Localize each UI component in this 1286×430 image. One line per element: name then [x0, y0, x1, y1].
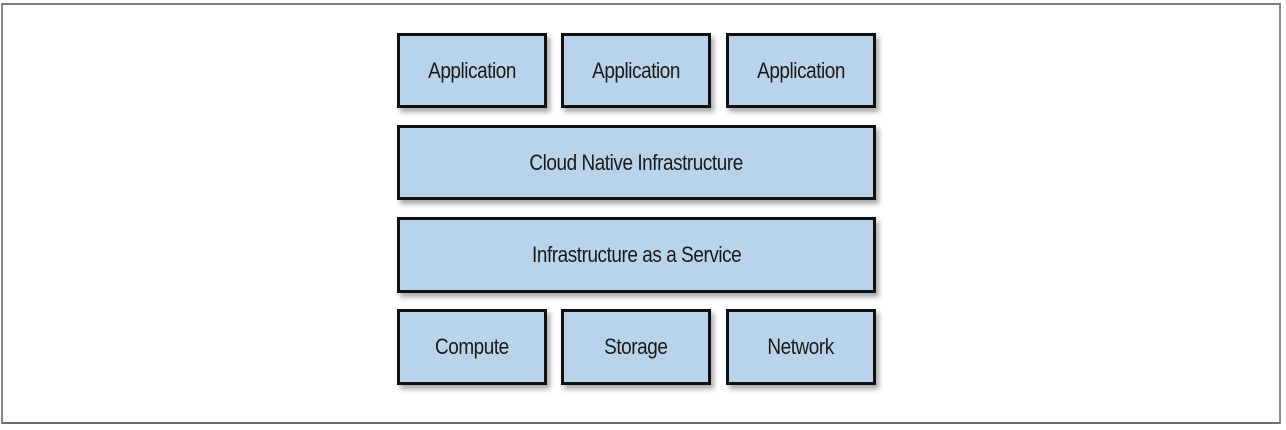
infrastructure-as-a-service-box: Infrastructure as a Service	[397, 217, 876, 293]
box-label: Application	[428, 57, 516, 83]
box-label: Application	[757, 57, 845, 83]
box-label: Compute	[435, 334, 509, 359]
box-label: Network	[767, 334, 835, 359]
application-box-1: Application	[397, 33, 547, 108]
cloud-native-infrastructure-box: Cloud Native Infrastructure	[397, 125, 876, 200]
compute-box: Compute	[397, 309, 547, 385]
box-label: Infrastructure as a Service	[531, 242, 742, 267]
storage-box: Storage	[561, 309, 711, 385]
box-label: Storage	[604, 334, 668, 359]
box-label: Cloud Native Infrastructure	[529, 149, 744, 175]
application-box-3: Application	[726, 33, 876, 108]
box-label: Application	[592, 57, 680, 83]
network-box: Network	[726, 309, 876, 385]
application-box-2: Application	[561, 33, 711, 108]
